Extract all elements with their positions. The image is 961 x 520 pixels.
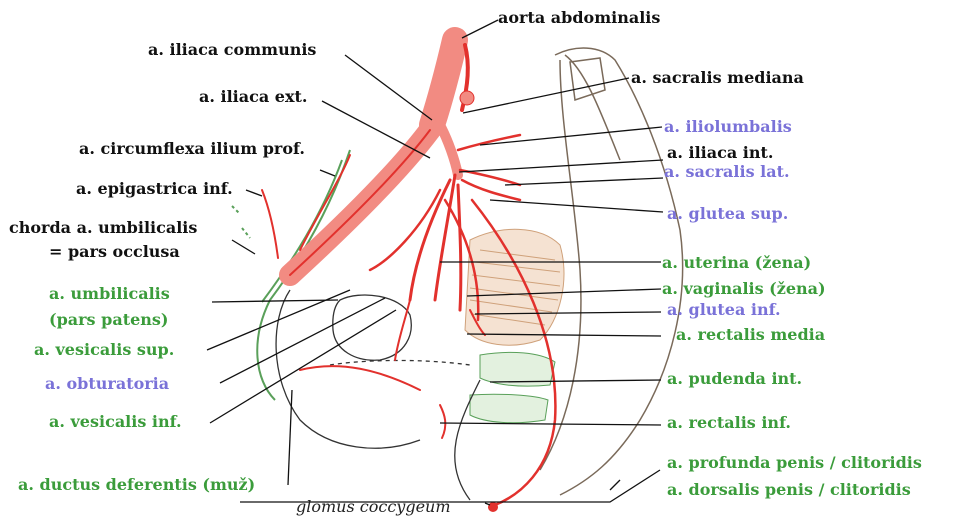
label-vesicalis-sup: a. vesicalis sup. [34,341,174,359]
label-pars-occlusa: = pars occlusa [49,243,180,261]
label-rectalis-media: a. rectalis media [676,326,825,344]
label-vaginalis: a. vaginalis (žena) [662,280,826,298]
label-uterina: a. uterina (žena) [662,254,811,272]
label-glomus-coccygeum: glomus coccygeum [296,498,451,516]
label-glutea-inf: a. glutea inf. [667,301,781,319]
label-chorda-umbilicalis: chorda a. umbilicalis [9,219,197,237]
label-iliaca-int: a. iliaca int. [667,144,773,162]
label-iliaca-communis: a. iliaca communis [148,41,316,59]
label-pars-patens: (pars patens) [49,311,168,329]
label-umbilicalis: a. umbilicalis [49,285,170,303]
label-iliaca-ext: a. iliaca ext. [199,88,307,106]
label-aorta-abdominalis: aorta abdominalis [498,9,660,27]
label-vesicalis-inf: a. vesicalis inf. [49,413,182,431]
label-sacralis-mediana: a. sacralis mediana [631,69,804,87]
label-dorsalis-penis: a. dorsalis penis / clitoridis [667,481,911,499]
label-ductus-deferentis: a. ductus deferentis (muž) [18,476,255,494]
label-circumflexa-ilium-prof: a. circumflexa ilium prof. [79,140,305,158]
label-rectalis-inf: a. rectalis inf. [667,414,791,432]
label-sacralis-lat: a. sacralis lat. [664,163,790,181]
green-hatching [470,352,555,422]
label-iliolumbalis: a. iliolumbalis [664,118,792,136]
label-pudenda-int: a. pudenda int. [667,370,802,388]
label-glutea-sup: a. glutea sup. [667,205,788,223]
label-epigastrica-inf: a. epigastrica inf. [76,180,233,198]
label-profunda-penis: a. profunda penis / clitoridis [667,454,922,472]
label-obturatoria: a. obturatoria [45,375,169,393]
